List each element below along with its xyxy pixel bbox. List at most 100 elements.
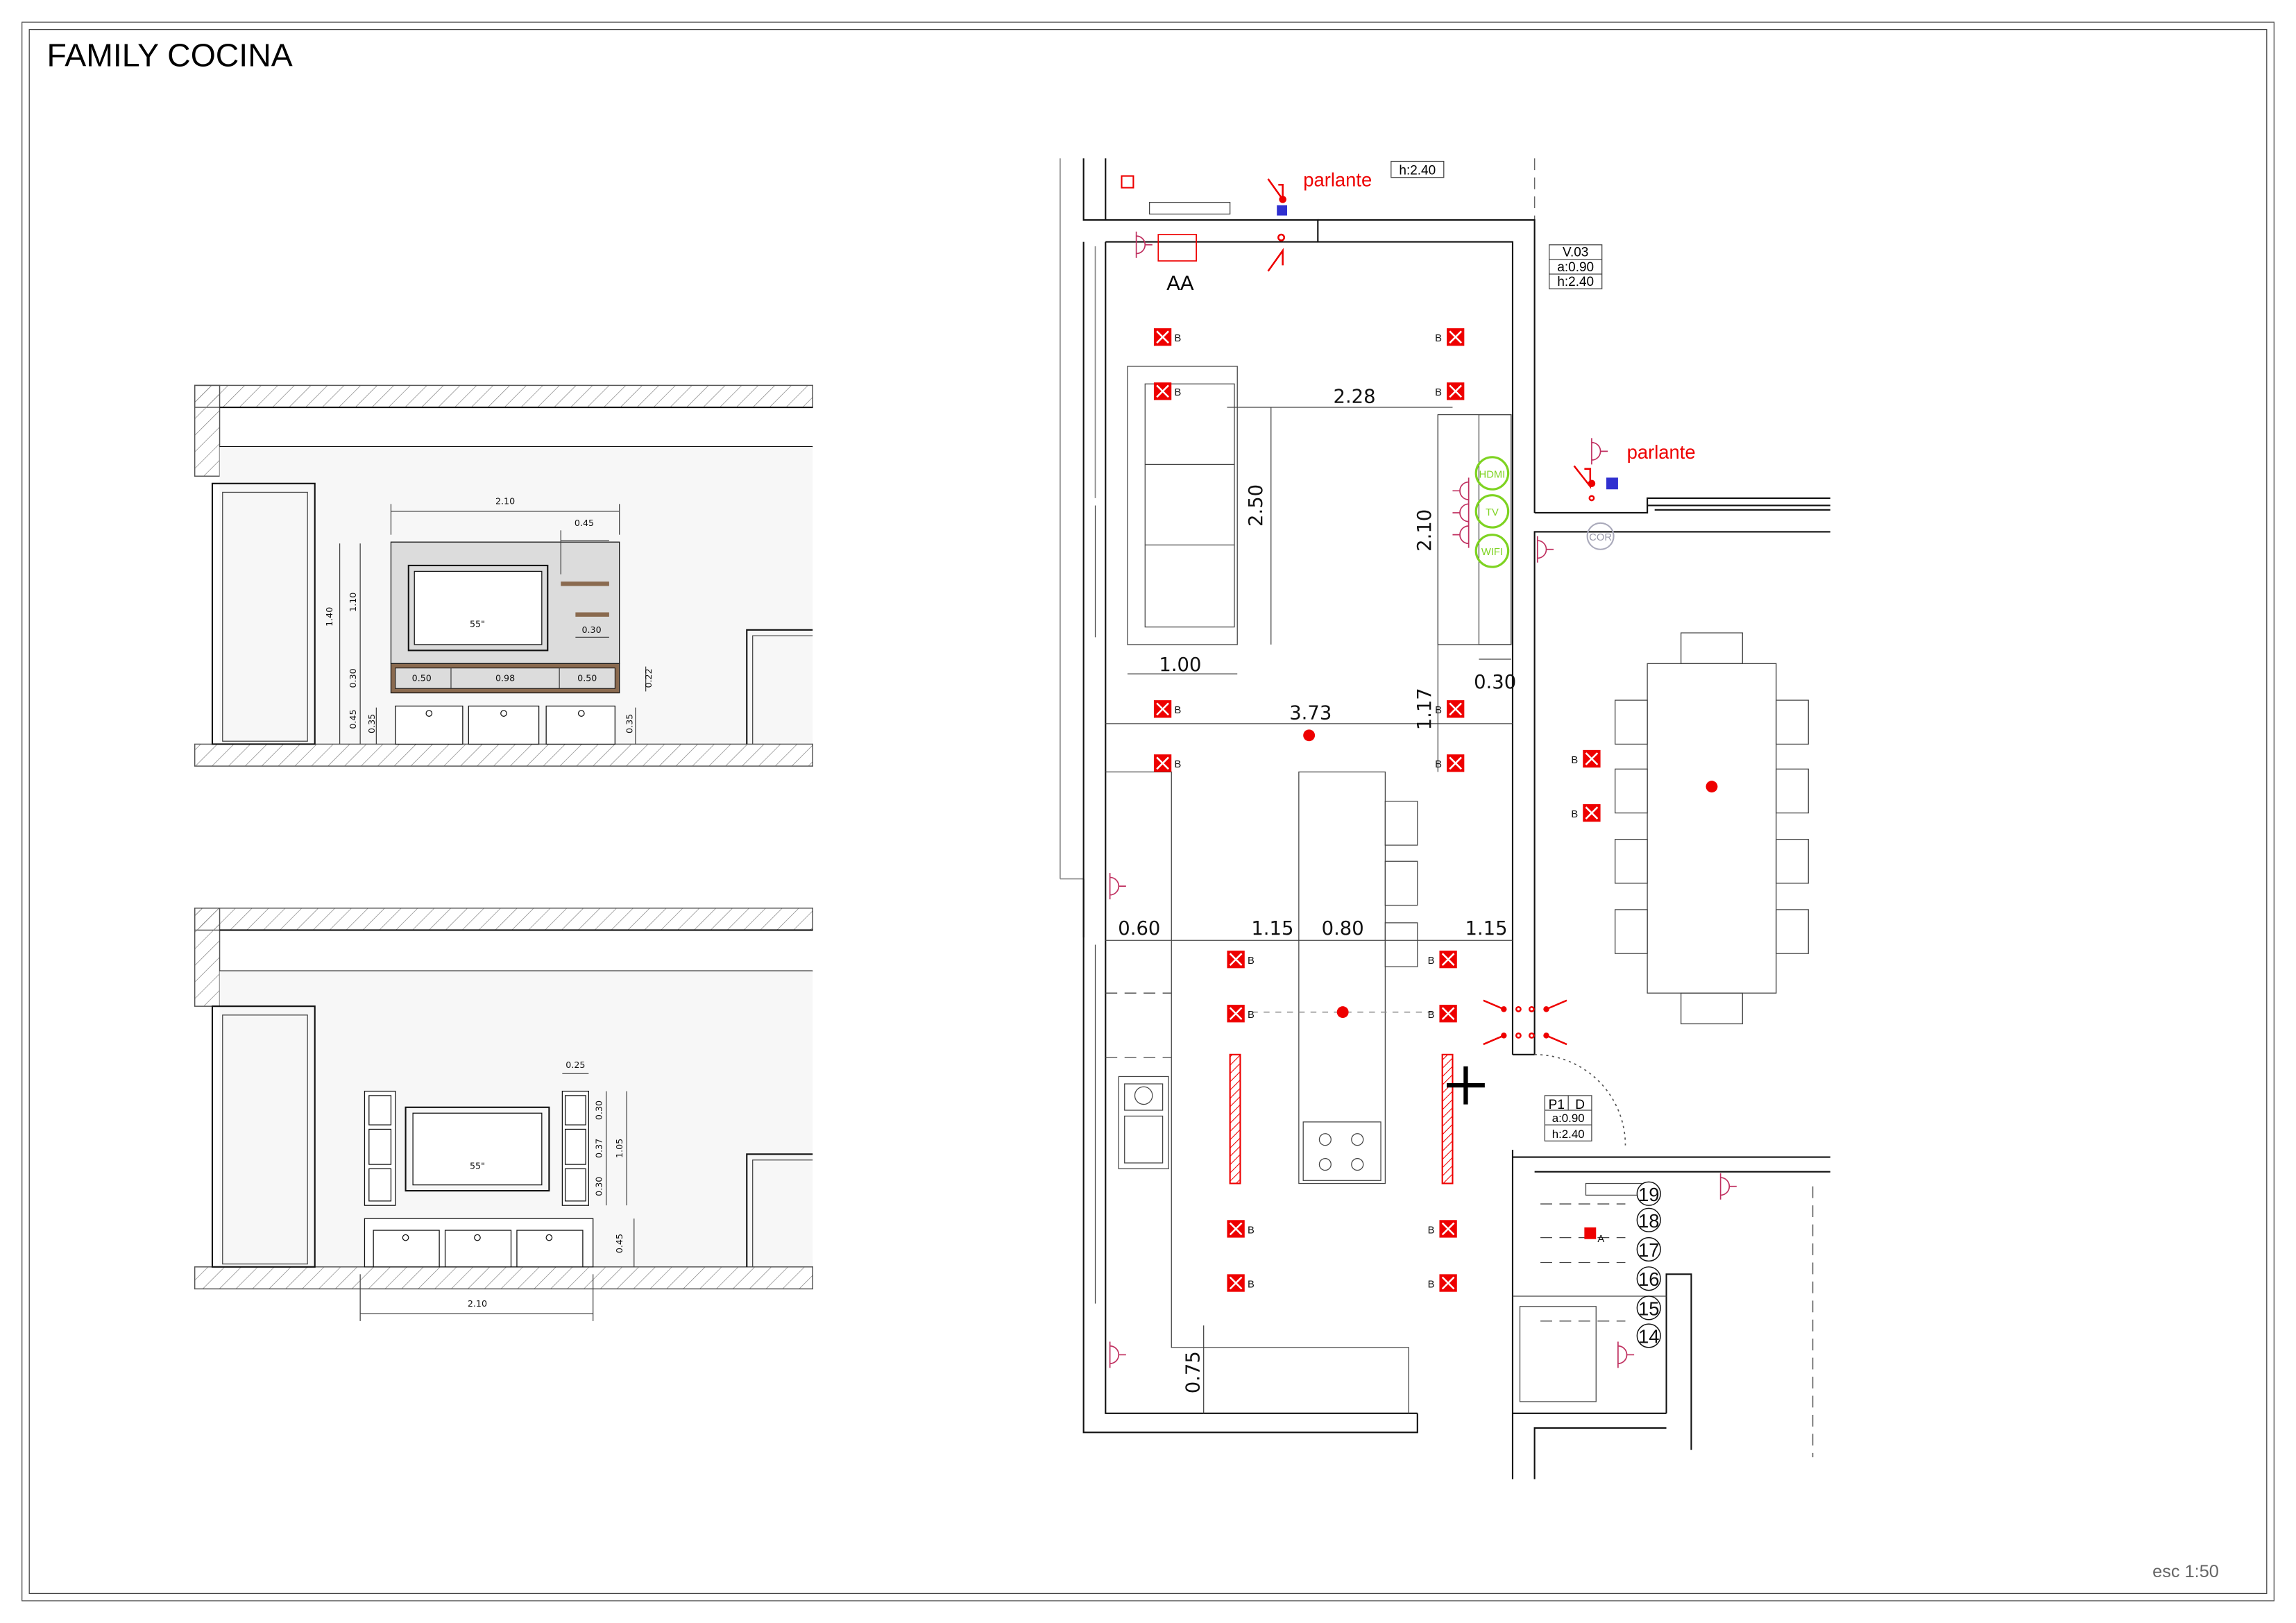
- cursor-crosshair-icon: [1447, 1066, 1485, 1105]
- tv-outlet-icon: [1474, 494, 1510, 529]
- downlight-icon: B: [1571, 749, 1601, 768]
- floating-shelf: [561, 581, 609, 586]
- socket-icon: [1452, 477, 1470, 504]
- dimension-lines: [1105, 407, 1513, 1413]
- switch-cluster-icon: [1483, 999, 1567, 1046]
- dim-label: 0.75: [1182, 1351, 1204, 1393]
- kitchen-counter: [1105, 771, 1409, 1413]
- fixture-label: B: [1248, 1010, 1255, 1021]
- dim-label: 1.15: [1465, 918, 1507, 940]
- tv-unit: [1437, 414, 1512, 645]
- downlight-icon: B: [1428, 950, 1457, 969]
- socket-icon: [1719, 1173, 1737, 1200]
- dim-label: 0.50: [577, 673, 597, 683]
- svg-text:19: 19: [1638, 1184, 1660, 1205]
- fixture-label: B: [1428, 955, 1435, 967]
- top-height-tag: h:2.40: [1391, 160, 1445, 178]
- dim-label: 2.28: [1334, 386, 1376, 408]
- section-marker: AA: [1166, 272, 1194, 295]
- downlight-icon: B: [1435, 328, 1465, 346]
- dim-label: 2.10: [468, 1298, 487, 1309]
- cor-icon: [1586, 522, 1615, 550]
- speaker-label: parlante: [1303, 169, 1372, 190]
- fixture-label: B: [1174, 333, 1181, 344]
- pendant-light-icon: [1336, 1006, 1349, 1019]
- dim-label: 0.22: [643, 668, 654, 688]
- dim-label: 2.10: [495, 495, 515, 506]
- downlight-icon: B: [1435, 700, 1465, 718]
- floating-shelf: [575, 612, 609, 617]
- fixture-label: B: [1428, 1225, 1435, 1236]
- stair-step-14: 14: [1636, 1323, 1661, 1348]
- dim-label: 2.10: [1414, 509, 1436, 552]
- inner-frame: [28, 28, 2268, 1595]
- fixture-label: B: [1571, 755, 1578, 766]
- cor-label: COR: [1589, 532, 1612, 543]
- dim-label: 1.17: [1414, 688, 1436, 730]
- tv-size-label: 55": [470, 619, 485, 629]
- linear-light: [1229, 1053, 1241, 1184]
- dim-label: 0.30: [1474, 672, 1516, 693]
- window-tag: V.03 a:0.90 h:2.40: [1549, 244, 1603, 289]
- socket-icon: [1452, 521, 1470, 548]
- outer-frame: [22, 22, 2274, 1601]
- socket-icon: [1591, 438, 1608, 465]
- dim-label: 0.35: [366, 714, 377, 733]
- tag-text: h:2.40: [1552, 1128, 1585, 1141]
- svg-text:14: 14: [1638, 1326, 1660, 1348]
- stair-step-16: 16: [1636, 1266, 1661, 1291]
- downlight-icon: B: [1227, 1005, 1255, 1023]
- dim-label: 0.30: [348, 668, 358, 688]
- dim-label: 0.80: [1322, 918, 1364, 940]
- downlight-icon: B: [1428, 1005, 1457, 1023]
- fixture-label: B: [1428, 1279, 1435, 1290]
- dim-label: 0.30: [593, 1177, 604, 1196]
- socket-icon: [1109, 873, 1126, 900]
- drawers: [395, 705, 615, 745]
- fixture-label: B: [1174, 759, 1181, 770]
- tag-text: V.03: [1563, 246, 1588, 260]
- downlight-icon: B: [1435, 382, 1465, 400]
- tag-text: P1: [1549, 1098, 1565, 1112]
- svg-text:16: 16: [1638, 1268, 1660, 1290]
- dim-label: 1.40: [324, 607, 334, 627]
- fixture-label: B: [1435, 759, 1442, 770]
- speaker-icon: [1573, 465, 1618, 502]
- wifi-outlet-icon: [1474, 534, 1510, 568]
- stair-step-18: 18: [1636, 1207, 1661, 1232]
- outlet-label: HDMI: [1479, 469, 1506, 480]
- tag-text: a:0.90: [1557, 260, 1594, 275]
- dim-label: 1.15: [1251, 918, 1293, 940]
- fixture-label: B: [1174, 705, 1181, 716]
- outlet-label: WIFI: [1481, 547, 1503, 558]
- door-elevation: [211, 1005, 316, 1268]
- dim-label: 0.45: [348, 709, 358, 729]
- dim-label: 0.25: [566, 1060, 585, 1070]
- dining-table: [1615, 632, 1809, 1025]
- fixture-label: B: [1174, 387, 1181, 398]
- downlight-icon: B: [1428, 1274, 1457, 1292]
- tv-screen: [414, 570, 543, 645]
- linear-light: [1441, 1053, 1454, 1184]
- fixture-label: B: [1248, 1279, 1255, 1290]
- fixture-label: A: [1597, 1234, 1604, 1245]
- downlight-icon: B: [1571, 804, 1601, 822]
- speaker-label: parlante: [1627, 441, 1696, 463]
- svg-text:18: 18: [1638, 1210, 1660, 1232]
- downlight-icon: B: [1153, 700, 1181, 718]
- dim-label: 0.30: [593, 1101, 604, 1120]
- door-tag: P1 D a:0.90 h:2.40: [1544, 1095, 1592, 1141]
- cooktop: [1302, 1121, 1381, 1181]
- stair-step-15: 15: [1636, 1295, 1661, 1320]
- dim-label: 1.10: [348, 593, 358, 612]
- media-outlets: HDMI TV WIFI: [1474, 456, 1510, 568]
- pendant-light-icon: [1303, 729, 1316, 742]
- elevation-1: 55" 0.50 0.98 0.50 2.10 0.45 0.30 1.40 1…: [194, 384, 813, 767]
- dim-label: 3.73: [1289, 703, 1332, 724]
- socket-icon: [1452, 499, 1470, 526]
- stair-step-19: 19: [1636, 1181, 1661, 1206]
- tag-text: a:0.90: [1552, 1112, 1585, 1125]
- downlight-icon: B: [1435, 754, 1465, 772]
